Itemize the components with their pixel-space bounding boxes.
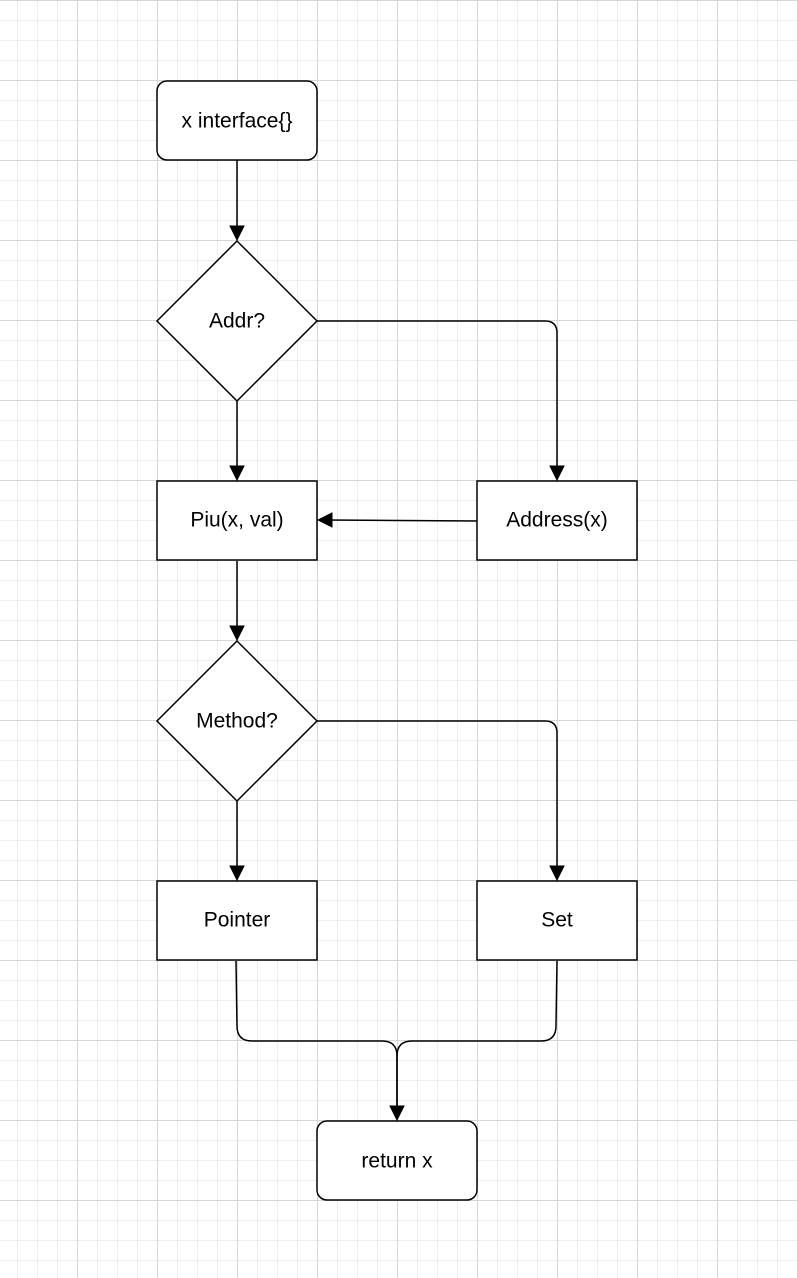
arrowhead-icon <box>316 512 333 528</box>
node-set[interactable]: Set <box>476 880 638 961</box>
node-address-label: Address(x) <box>506 509 608 532</box>
edge-set-to-return <box>396 960 558 1110</box>
node-return-label: return x <box>361 1150 433 1173</box>
node-pointer[interactable]: Pointer <box>156 880 318 961</box>
edge-address-to-piu <box>327 519 478 522</box>
arrowhead-icon <box>549 865 565 882</box>
node-set-label: Set <box>541 909 573 932</box>
node-piu[interactable]: Piu(x, val) <box>156 480 318 561</box>
edge-pointer-to-return <box>235 960 398 1110</box>
node-address[interactable]: Address(x) <box>476 480 638 561</box>
node-method-decision[interactable]: Method? <box>155 639 319 803</box>
node-start[interactable]: x interface{} <box>156 80 318 161</box>
node-piu-label: Piu(x, val) <box>190 509 283 532</box>
node-pointer-label: Pointer <box>204 909 271 932</box>
arrowhead-icon <box>229 465 245 482</box>
node-return[interactable]: return x <box>316 1120 478 1201</box>
arrowhead-icon <box>229 225 245 242</box>
node-addr-decision-label: Addr? <box>209 310 265 333</box>
edges <box>229 160 565 1122</box>
arrowhead-icon <box>389 1105 405 1122</box>
node-start-label: x interface{} <box>182 110 293 133</box>
edge-addr-to-address <box>317 320 558 470</box>
arrowhead-icon <box>229 865 245 882</box>
arrowhead-icon <box>229 625 245 642</box>
arrowhead-icon <box>549 465 565 482</box>
node-method-decision-label: Method? <box>196 710 278 733</box>
edge-method-to-set <box>317 720 558 870</box>
node-addr-decision[interactable]: Addr? <box>155 239 319 403</box>
